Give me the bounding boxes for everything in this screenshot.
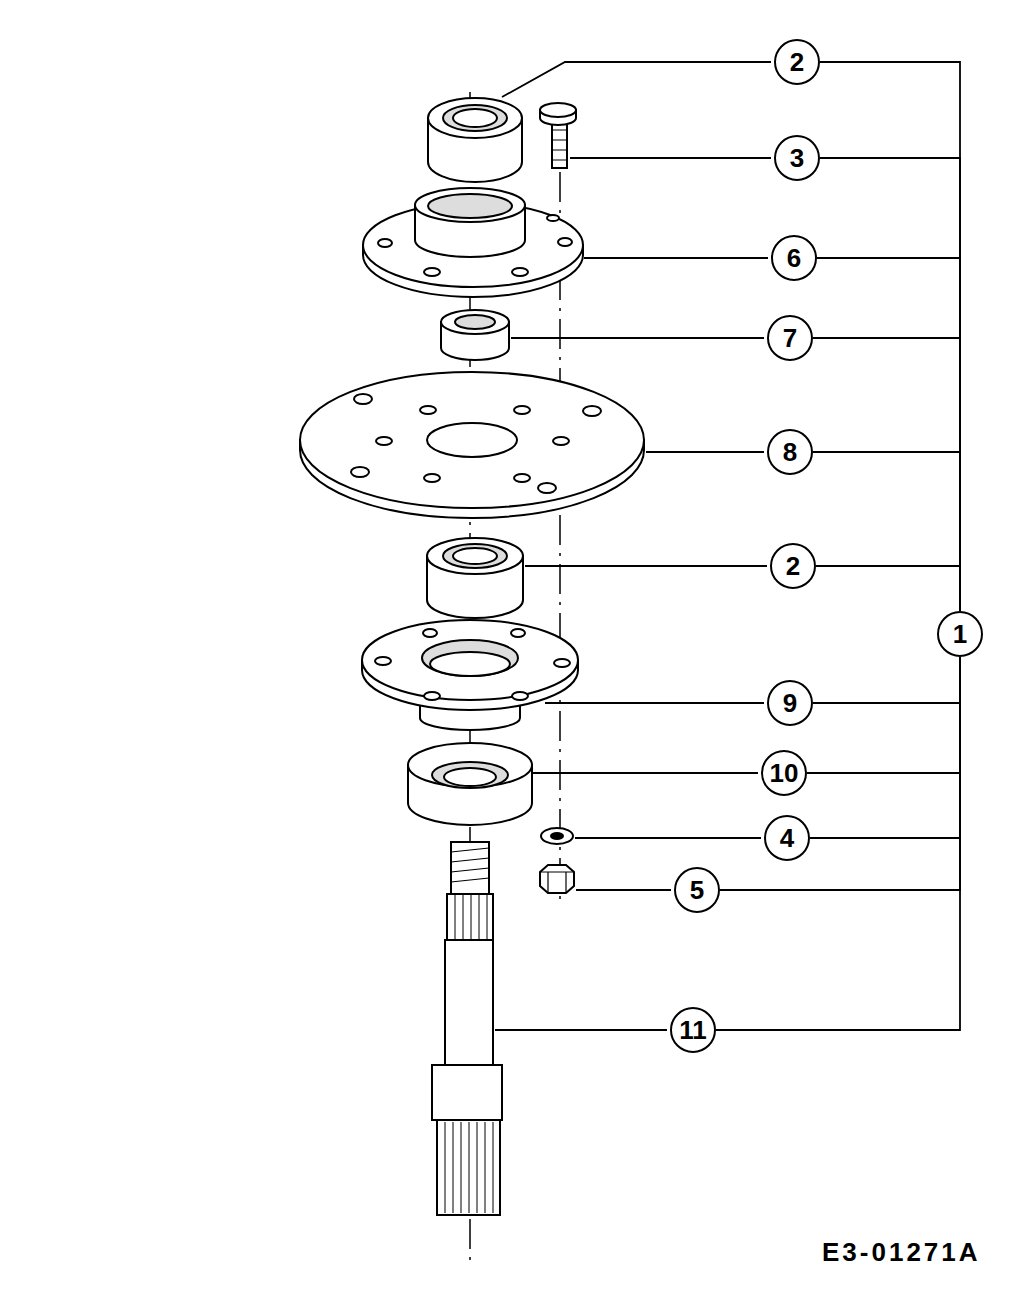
- bracket-line: [816, 566, 960, 611]
- callout-number: 6: [787, 245, 801, 271]
- seal-ring: [408, 743, 532, 825]
- callout-number: 9: [783, 690, 797, 716]
- callout-number: 4: [780, 825, 794, 851]
- hex-nut: [540, 865, 574, 893]
- bracket-line: [820, 62, 960, 611]
- blade-disc: [300, 372, 644, 518]
- bracket-line: [820, 158, 960, 611]
- bracket-line: [720, 657, 960, 890]
- bracket-line: [817, 258, 960, 611]
- callout-number: 8: [783, 439, 797, 465]
- spindle-shaft: [432, 842, 502, 1215]
- drawing-number: E3-01271A: [822, 1237, 981, 1268]
- washer: [541, 828, 573, 844]
- callout-circle: 10: [761, 750, 807, 796]
- callout-number: 10: [770, 760, 799, 786]
- ball-bearing: [428, 98, 522, 182]
- upper-flange: [363, 188, 583, 297]
- callout-circle: 5: [674, 867, 720, 913]
- bracket-line: [813, 657, 960, 703]
- lower-flange: [362, 620, 578, 730]
- leader-lines: [495, 62, 771, 1030]
- callout-number: 3: [790, 145, 804, 171]
- callout-circle: 11: [670, 1007, 716, 1053]
- bracket-line: [810, 657, 960, 838]
- callout-number: 1: [953, 621, 967, 647]
- bracket-line: [716, 657, 960, 1030]
- callout-number: 2: [786, 553, 800, 579]
- callout-circle: 3: [774, 135, 820, 181]
- callout-number: 11: [679, 1017, 707, 1043]
- small-bearing: [441, 310, 509, 360]
- ball-bearing: [427, 538, 523, 618]
- callout-circle: 7: [767, 315, 813, 361]
- bracket-line: [813, 338, 960, 611]
- callout-number: 5: [690, 877, 704, 903]
- callout-circle: 6: [771, 235, 817, 281]
- callout-circle: 8: [767, 429, 813, 475]
- bracket-line: [807, 657, 960, 773]
- callout-circle: 4: [764, 815, 810, 861]
- callout-circle: 1: [937, 611, 983, 657]
- callout-number: 7: [783, 325, 797, 351]
- bracket-line: [813, 452, 960, 611]
- callout-circle: 2: [774, 39, 820, 85]
- callout-number: 2: [790, 49, 804, 75]
- callout-circle: 2: [770, 543, 816, 589]
- callout-circle: 9: [767, 680, 813, 726]
